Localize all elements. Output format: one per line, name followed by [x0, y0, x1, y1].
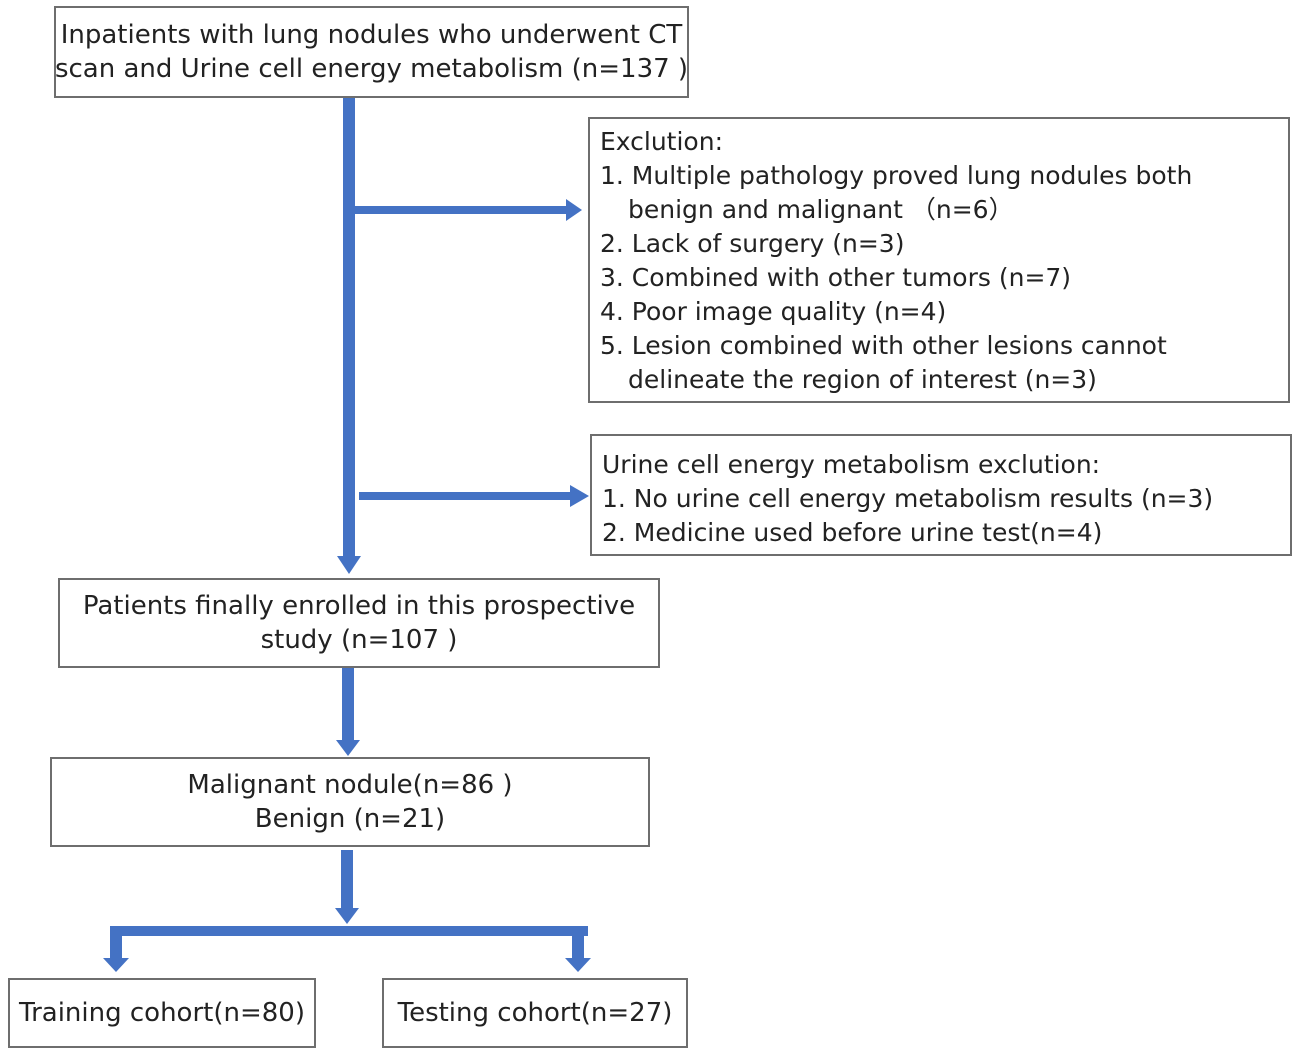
arrowhead-to-exclusion [566, 199, 582, 221]
benign-count: Benign (n=21) [254, 804, 446, 834]
malignant-count: Malignant nodule(n=86 ) [187, 770, 513, 800]
main-trunk-line [343, 98, 355, 558]
exclusion-item-4: 4. Poor image quality (n=4) [600, 297, 947, 326]
exclusion-item-2: 2. Lack of surgery (n=3) [600, 229, 905, 258]
initial-cohort-box: Inpatients with lung nodules who underwe… [54, 6, 689, 98]
nodule-to-split-line [341, 850, 353, 910]
split-bar [110, 926, 588, 936]
training-cohort-box: Training cohort(n=80) [8, 978, 316, 1048]
arrowhead-to-urine [570, 485, 589, 507]
enrolled-line-2: study (n=107 ) [260, 625, 458, 655]
branch-to-exclusion-line [355, 206, 570, 214]
exclusion-item-1: 1. Multiple pathology proved lung nodule… [600, 161, 1193, 190]
urine-exclusion-box: Urine cell energy metabolism exclution: … [590, 434, 1292, 556]
arrowhead-to-training [103, 958, 129, 972]
branch-to-urine-line [359, 492, 573, 500]
enrolled-to-nodule-line [342, 668, 354, 742]
arrowhead-to-testing [565, 958, 591, 972]
enrolled-line-1: Patients finally enrolled in this prospe… [82, 591, 636, 621]
urine-exclusion-title: Urine cell energy metabolism exclution: [602, 450, 1101, 479]
testing-cohort-box: Testing cohort(n=27) [382, 978, 688, 1048]
arrowhead-to-enrolled [337, 556, 361, 574]
right-leg-line [572, 926, 584, 960]
arrowhead-to-nodule [336, 740, 360, 756]
enrolled-box: Patients finally enrolled in this prospe… [58, 578, 660, 668]
initial-cohort-line-2: scan and Urine cell energy metabolism (n… [54, 54, 689, 84]
testing-cohort-label: Testing cohort(n=27) [397, 998, 673, 1028]
initial-cohort-line-1: Inpatients with lung nodules who underwe… [60, 20, 683, 50]
arrowhead-to-split [335, 908, 359, 924]
urine-exclusion-item-2: 2. Medicine used before urine test(n=4) [602, 518, 1103, 547]
exclusion-item-3: 3. Combined with other tumors (n=7) [600, 263, 1072, 292]
exclusion-item-5-cont: delineate the region of interest (n=3) [628, 365, 1097, 394]
urine-exclusion-item-1: 1. No urine cell energy metabolism resul… [602, 484, 1214, 513]
exclusion-box: Exclution: 1. Multiple pathology proved … [588, 117, 1290, 403]
nodule-type-box: Malignant nodule(n=86 ) Benign (n=21) [50, 757, 650, 847]
exclusion-item-1-cont: benign and malignant （n=6） [628, 195, 1014, 224]
exclusion-title: Exclution: [600, 127, 723, 156]
left-leg-line [110, 926, 122, 960]
exclusion-item-5: 5. Lesion combined with other lesions ca… [600, 331, 1167, 360]
training-cohort-label: Training cohort(n=80) [19, 998, 305, 1028]
